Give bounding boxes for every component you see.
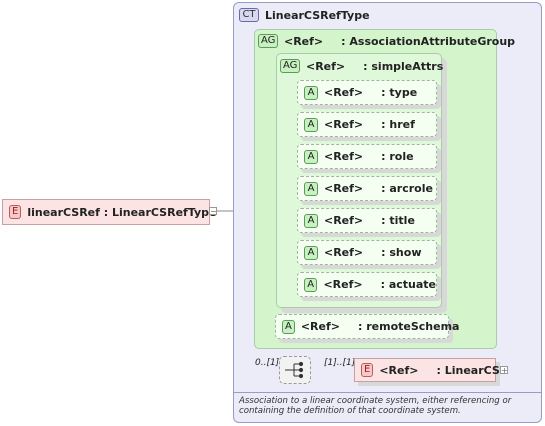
min-occurs-label: 0..[1] xyxy=(255,358,280,368)
attribute-badge: A xyxy=(304,181,318,196)
attribute-6[interactable]: A <Ref> : actuate xyxy=(297,272,437,297)
attribute-name: : role xyxy=(381,150,414,163)
attribute-ref: <Ref> xyxy=(324,214,364,227)
attribute-badge: A xyxy=(304,213,318,228)
attribute-badge: A xyxy=(304,149,318,164)
attribute-ref: <Ref> xyxy=(323,278,363,291)
attribute-ref: <Ref> xyxy=(324,150,364,163)
description-text: Association to a linear coordinate syste… xyxy=(239,396,512,416)
attribute-ref: <Ref> xyxy=(300,320,340,333)
attribute-name: : actuate xyxy=(380,278,436,291)
attribute-name: : type xyxy=(381,86,418,99)
attribute-badge: A xyxy=(304,85,318,100)
attribute-1[interactable]: A <Ref> : href xyxy=(297,112,437,137)
complex-type-header: CT LinearCSRefType xyxy=(239,7,370,23)
attribute-5[interactable]: A <Ref> : show xyxy=(297,240,437,265)
child-occurs-label: [1]..[1] xyxy=(324,358,356,368)
attribute-2[interactable]: A <Ref> : role xyxy=(297,144,437,169)
description-divider xyxy=(234,392,541,393)
root-expand-toggle[interactable]: − xyxy=(209,207,217,216)
child-element-name: : LinearCS xyxy=(436,363,500,377)
sequence-compositor[interactable] xyxy=(279,356,311,384)
element-badge: E xyxy=(9,205,22,219)
attribute-ref: <Ref> xyxy=(324,246,364,259)
complex-type-name: LinearCSRefType xyxy=(265,8,370,22)
attribute-group-badge: AG xyxy=(258,34,278,48)
association-group-ref: <Ref> xyxy=(284,34,324,48)
complex-type-badge: CT xyxy=(239,8,259,22)
simple-attrs-header: AG <Ref> : simpleAttrs xyxy=(280,58,443,74)
attribute-name: : show xyxy=(381,246,422,259)
attribute-ref: <Ref> xyxy=(324,182,364,195)
root-element-box[interactable]: E linearCSRef : LinearCSRefType xyxy=(2,199,217,225)
attribute-badge: A xyxy=(304,117,318,132)
child-element-linearcs[interactable]: E <Ref> : LinearCS xyxy=(354,358,500,382)
simple-attrs-name: : simpleAttrs xyxy=(363,59,444,73)
attribute-badge: A xyxy=(304,277,318,292)
attribute-ref: <Ref> xyxy=(324,118,364,131)
attribute-group-badge: AG xyxy=(280,59,300,73)
attribute-4[interactable]: A <Ref> : title xyxy=(297,208,437,233)
child-expand-toggle[interactable]: + xyxy=(500,366,508,375)
association-group-name: : AssociationAttributeGroup xyxy=(341,34,516,48)
attribute-name: : title xyxy=(381,214,415,227)
attribute-3[interactable]: A <Ref> : arcrole xyxy=(297,176,437,201)
root-element-label: linearCSRef : LinearCSRefType xyxy=(27,205,217,219)
attribute-name: : href xyxy=(381,118,415,131)
simple-attrs-ref: <Ref> xyxy=(306,59,346,73)
element-badge: E xyxy=(361,363,374,377)
attribute-badge: A xyxy=(304,245,318,260)
attribute-ref: <Ref> xyxy=(324,86,364,99)
child-element-ref: <Ref> xyxy=(379,363,419,377)
attribute-badge: A xyxy=(282,319,295,334)
association-group-header: AG <Ref> : AssociationAttributeGroup xyxy=(258,33,515,49)
attribute-name: : arcrole xyxy=(381,182,433,195)
attribute-name: : remoteSchema xyxy=(358,320,460,333)
sequence-icon xyxy=(285,361,304,379)
attribute-0[interactable]: A <Ref> : type xyxy=(297,80,437,105)
remote-schema-attribute[interactable]: A <Ref> : remoteSchema xyxy=(275,314,459,339)
